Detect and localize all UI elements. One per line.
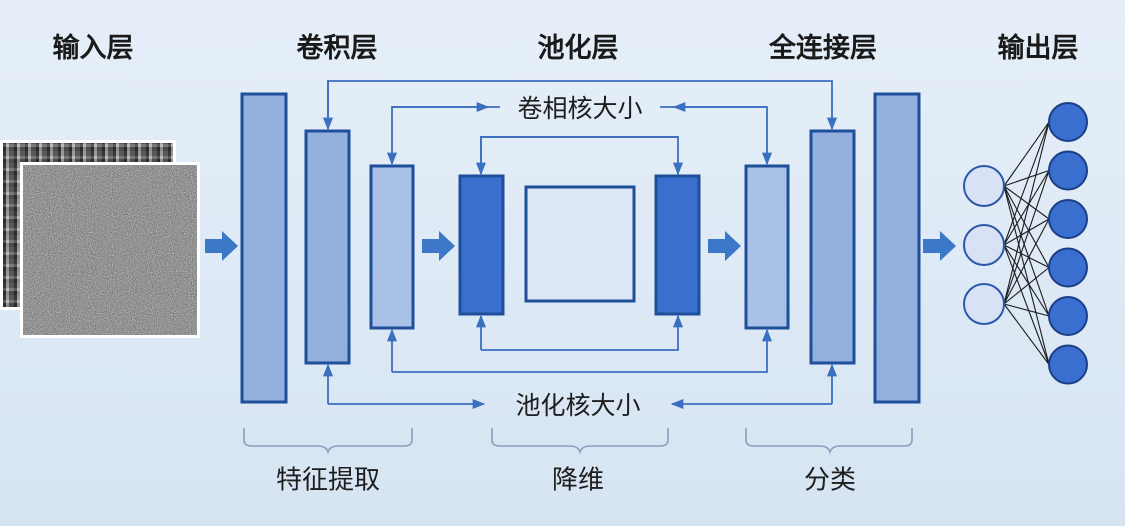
pool-block-right [654, 174, 701, 316]
nn-edge [1003, 170, 1050, 246]
nn-input-node [963, 283, 1005, 325]
nn-edge [1003, 185, 1050, 317]
pool-block-left [458, 174, 505, 316]
nn-output-node [1048, 102, 1088, 142]
connector-mid-bottom [386, 328, 773, 373]
nn-output-node [1048, 247, 1088, 288]
conv-block-2 [304, 129, 351, 365]
brace-feature-extraction [243, 428, 413, 455]
brace-classification [745, 428, 913, 455]
nn-output-node [1048, 296, 1088, 336]
connector-mid-top [386, 101, 773, 166]
nn-output-node [1048, 150, 1088, 191]
nn-edge [1003, 121, 1050, 305]
flow-arrow-4 [923, 231, 956, 261]
nn-edge [1003, 185, 1050, 220]
header-conv-layer: 卷积层 [296, 33, 378, 64]
brace-dimension-reduction [491, 428, 669, 455]
fc-block-1 [744, 164, 790, 330]
nn-edge [1003, 121, 1050, 246]
connector-outer-top [322, 80, 838, 131]
nn-edge [1003, 121, 1050, 187]
fc-block-3 [873, 92, 921, 404]
label-pool-kernel-size: 池化核大小 [515, 391, 641, 420]
nn-edge [1003, 303, 1050, 317]
flow-arrow-1 [205, 231, 238, 261]
connector-inner-bottom [475, 314, 684, 351]
nn-edge [1003, 244, 1050, 268]
connector-inner-top [475, 136, 684, 176]
nn-nodes [963, 102, 1088, 385]
nn-edge [1003, 170, 1050, 305]
nn-edge [1003, 267, 1050, 305]
nn-edge [1003, 303, 1050, 365]
nn-input-node [963, 224, 1005, 266]
conv-block-3 [369, 164, 415, 330]
nn-edge [1003, 218, 1050, 246]
connector-outer-bottom [322, 363, 838, 410]
label-conv-kernel-size: 卷相核大小 [517, 94, 643, 123]
group-feature-extraction: 特征提取 [275, 465, 381, 496]
input-image-front [20, 162, 200, 338]
fc-block-2 [809, 129, 856, 365]
flow-arrow-3 [708, 231, 741, 261]
conv-block-1 [240, 92, 288, 404]
nn-edge [1003, 185, 1050, 268]
nn-edge [1003, 218, 1050, 305]
pool-center-block [524, 185, 636, 303]
nn-connections [1003, 121, 1050, 365]
header-fc-layer: 全连接层 [769, 33, 877, 64]
nn-edge [1003, 244, 1050, 317]
header-output-layer: 输出层 [997, 33, 1079, 64]
nn-edge [1003, 169, 1050, 187]
header-input-layer: 输入层 [52, 33, 134, 64]
nn-edge [1003, 185, 1050, 365]
nn-input-node [963, 165, 1005, 207]
nn-output-node [1048, 344, 1088, 385]
group-dimension-reduction: 降维 [551, 465, 605, 496]
header-pool-layer: 池化层 [537, 33, 619, 64]
nn-output-node [1048, 199, 1088, 239]
flow-arrow-2 [422, 231, 455, 261]
group-classification: 分类 [803, 465, 857, 496]
nn-edge [1003, 244, 1050, 365]
